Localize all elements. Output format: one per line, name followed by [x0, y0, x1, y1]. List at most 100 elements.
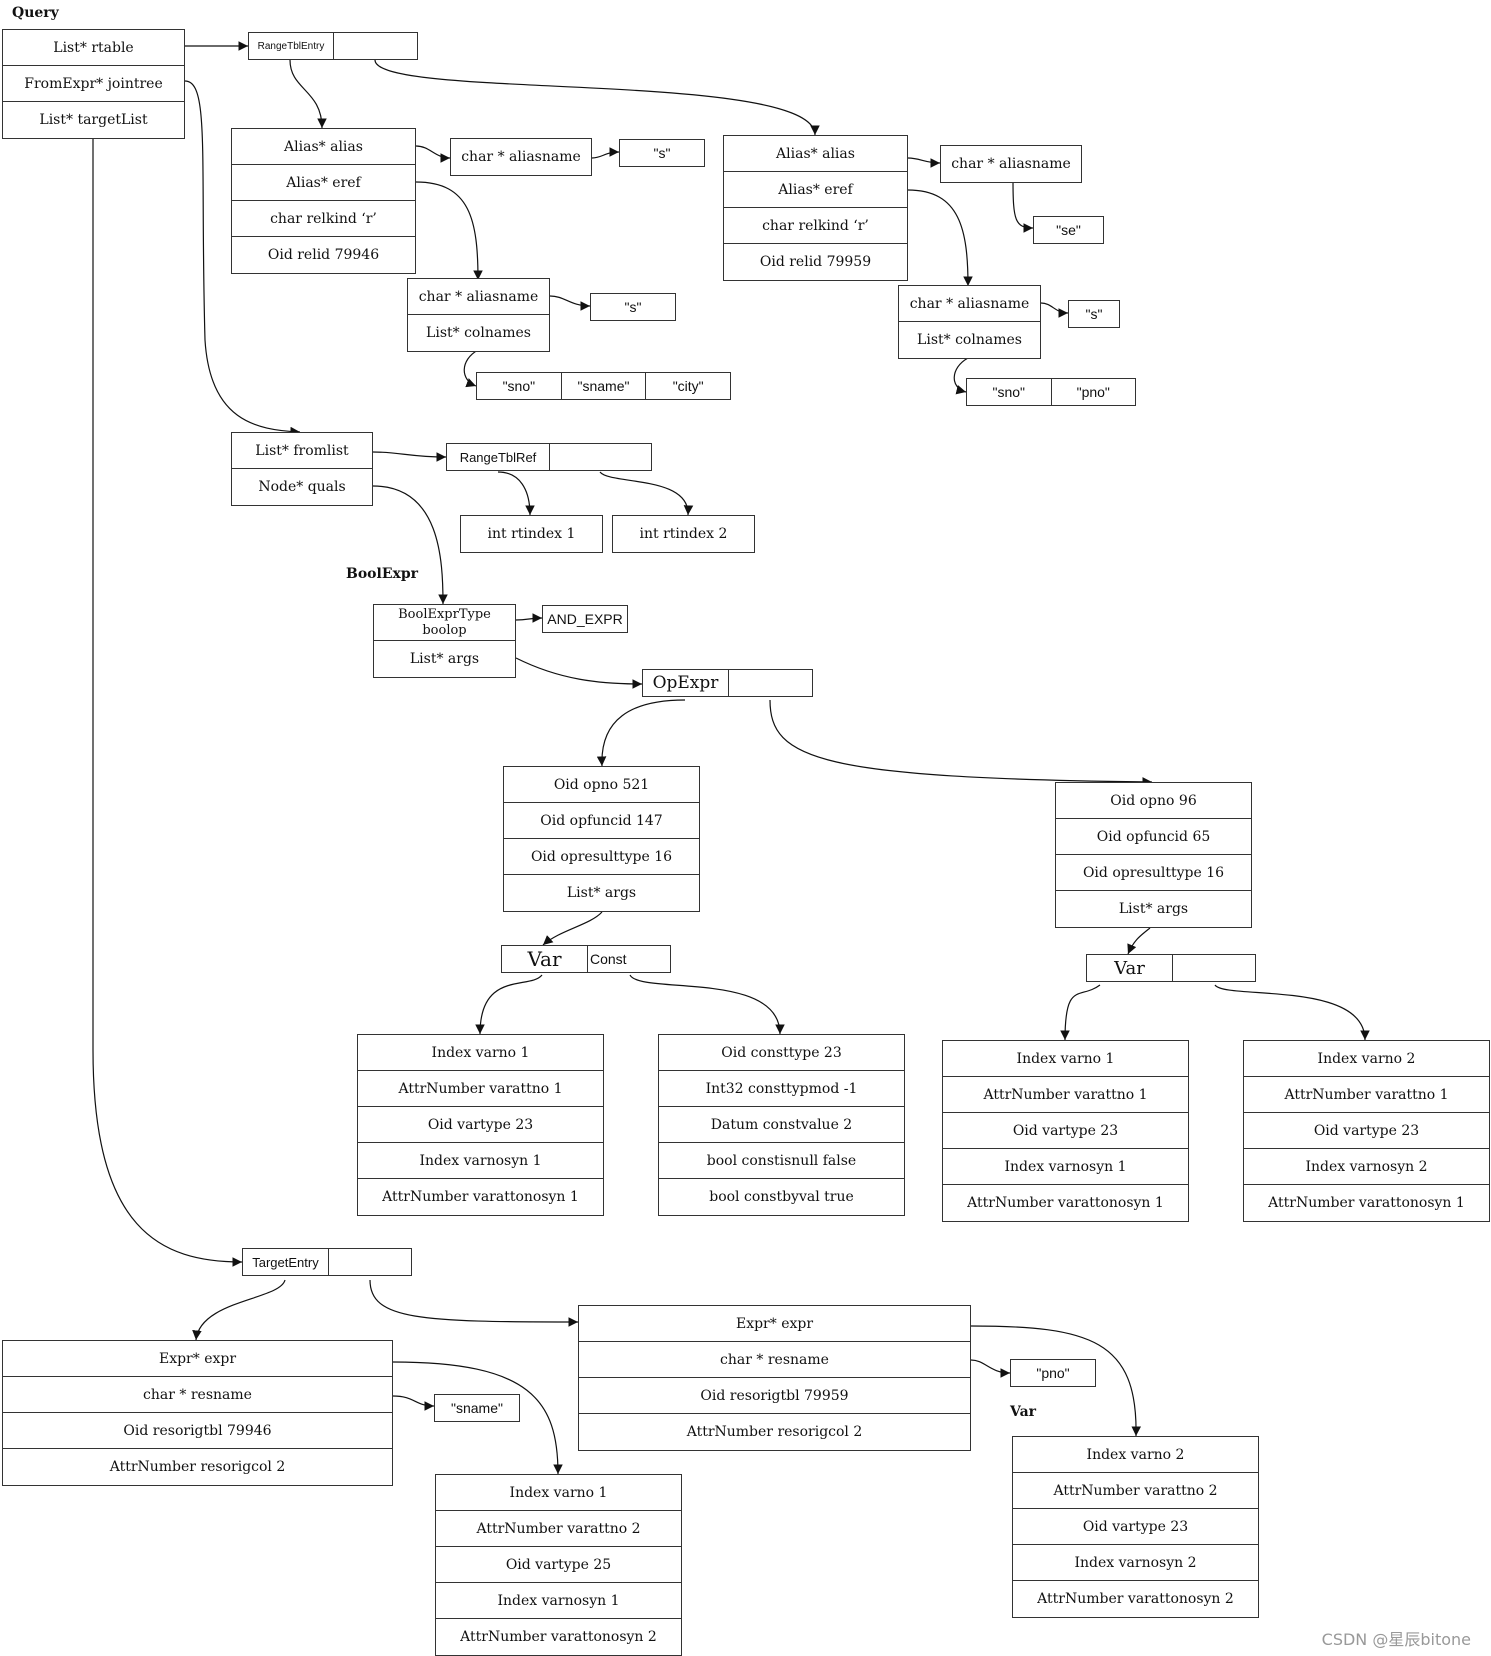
const-field: Int32 consttypmod -1	[659, 1071, 904, 1107]
arrow-boolop	[515, 613, 543, 623]
var-field: Oid vartype 23	[358, 1107, 603, 1143]
op1-opresulttype: Oid opresulttype 16	[504, 839, 699, 875]
arrow-quals	[372, 485, 448, 605]
const-field: bool constisnull false	[659, 1143, 904, 1179]
targetentry-header-next	[329, 1249, 411, 1275]
te2-resorigtbl: Oid resorigtbl 79959	[579, 1378, 970, 1414]
var-field: Index varno 1	[943, 1041, 1188, 1077]
arrow-te2-resname	[970, 1359, 1011, 1378]
arrow-rte2-alias-val	[1012, 179, 1034, 233]
query-node: List* rtable FromExpr* jointree List* ta…	[2, 29, 185, 139]
var-field: AttrNumber varattno 2	[1013, 1473, 1258, 1509]
arrow-te-2	[369, 1279, 579, 1327]
opexpr2-node: Oid opno 96 Oid opfuncid 65 Oid opresult…	[1055, 782, 1252, 928]
te2-resname: char * resname	[579, 1342, 970, 1378]
arrow-fromlist	[372, 451, 447, 462]
var-label: Var	[1010, 1404, 1037, 1420]
targetentry-header-label: TargetEntry	[243, 1249, 329, 1275]
opexpr-list-header: OpExpr	[642, 669, 813, 697]
arrow-rte-2	[374, 59, 820, 136]
var-field: AttrNumber varattonosyn 1	[382, 1189, 579, 1205]
var-field: AttrNumber varattno 1	[358, 1071, 603, 1107]
te2-expr: Expr* expr	[579, 1306, 970, 1342]
op1-const-node: Oid consttype 23 Int32 consttypmod -1 Da…	[658, 1034, 905, 1216]
arrow-opexpr-1	[596, 699, 686, 767]
rtindex-2: int rtindex 2	[639, 526, 728, 542]
opexpr-header-next	[729, 670, 812, 696]
rangetblref-2: int rtindex 2	[612, 515, 755, 553]
arrow-op1-const	[629, 974, 785, 1035]
rte2-relkind: char relkind ‘r’	[724, 208, 907, 244]
rte1-eref-aliasname-value: "s"	[590, 293, 676, 321]
rte2-eref: Alias* eref	[724, 172, 907, 208]
var-field: Index varnosyn 1	[436, 1583, 681, 1619]
var-field: Oid vartype 25	[436, 1547, 681, 1583]
rte-list-header: RangeTblEntry	[248, 32, 418, 60]
rte1-alias-aliasname: char * aliasname	[461, 149, 581, 165]
op2-opfuncid: Oid opfuncid 65	[1056, 819, 1251, 855]
query-label: Query	[12, 5, 59, 21]
rte2-eref-aliasname: char * aliasname	[899, 286, 1040, 322]
te2-resname-value: "pno"	[1010, 1359, 1096, 1387]
arrow-bool-args	[515, 657, 643, 689]
rte2-relid: Oid relid 79959	[759, 254, 872, 270]
rte2-eref-node: char * aliasname List* colnames	[898, 285, 1041, 359]
opexpr1-node: Oid opno 521 Oid opfuncid 147 Oid opresu…	[503, 766, 700, 912]
arrow-rtref-2	[599, 471, 694, 516]
rte1-alias-node: char * aliasname	[450, 138, 592, 176]
op1-args-const: Const	[590, 951, 627, 967]
var-field: AttrNumber varattno 1	[943, 1077, 1188, 1113]
op1-args-list: Var Const	[501, 945, 671, 973]
rte1-alias: Alias* alias	[232, 129, 415, 165]
op2-args: List* args	[1118, 901, 1189, 917]
boolexpr-boolop: BoolExprType boolop	[374, 605, 515, 641]
var-field: AttrNumber varattno 1	[1244, 1077, 1489, 1113]
var-field: Oid vartype 23	[1244, 1113, 1489, 1149]
arrow-rte1-eref-val	[549, 295, 591, 311]
rte1-eref-aliasname: char * aliasname	[408, 279, 549, 315]
op1-args: List* args	[566, 885, 637, 901]
var-field: AttrNumber varattonosyn 1	[1268, 1195, 1465, 1211]
var-field: Oid vartype 23	[943, 1113, 1188, 1149]
var-field: Index varno 2	[1244, 1041, 1489, 1077]
rte1-eref: Alias* eref	[232, 165, 415, 201]
fromexpr-fromlist: List* fromlist	[232, 433, 372, 469]
rte1-relkind: char relkind ‘r’	[232, 201, 415, 237]
te1-node: Expr* expr char * resname Oid resorigtbl…	[2, 1340, 393, 1486]
te1-resname-value: "sname"	[434, 1394, 520, 1422]
rangetblref-1: int rtindex 1	[460, 515, 603, 553]
rte1-relid: Oid relid 79946	[267, 247, 380, 263]
fromexpr-quals: Node* quals	[258, 479, 346, 495]
rte1-eref-colnames: List* colnames	[426, 325, 531, 341]
var-field: Oid vartype 23	[1013, 1509, 1258, 1545]
arrow-rte1-alias-val	[591, 147, 620, 159]
colname: "pno"	[1076, 384, 1110, 400]
rte-header-next	[334, 33, 417, 59]
fromexpr-node: List* fromlist Node* quals	[231, 432, 373, 506]
rangetblref-header-next	[550, 444, 651, 470]
var-field: Index varnosyn 2	[1013, 1545, 1258, 1581]
var-field: AttrNumber varattonosyn 2	[1037, 1591, 1234, 1607]
rangetblref-list-header: RangeTblRef	[446, 443, 652, 471]
op2-args-var: Var	[1087, 955, 1173, 981]
arrow-te-1	[192, 1279, 286, 1341]
var-field: AttrNumber varattonosyn 2	[460, 1629, 657, 1645]
watermark: CSDN @星辰bitone	[1321, 1630, 1471, 1649]
te1-resname: char * resname	[3, 1377, 392, 1413]
var-field: Index varno 1	[358, 1035, 603, 1071]
arrow-rte1-eref	[415, 181, 483, 281]
colname: "sname"	[562, 373, 647, 399]
rte2-colnames-list: "sno" "pno"	[966, 378, 1136, 406]
rtindex-1: int rtindex 1	[487, 526, 576, 542]
arrow-op2-args	[1127, 927, 1151, 955]
colname: "city"	[672, 378, 704, 394]
rte1-colnames-list: "sno" "sname" "city"	[476, 372, 731, 400]
field-jointree: FromExpr* jointree	[3, 66, 184, 102]
rte1-node: Alias* alias Alias* eref char relkind ‘r…	[231, 128, 416, 274]
te2-node: Expr* expr char * resname Oid resorigtbl…	[578, 1305, 971, 1451]
field-targetlist: List* targetList	[39, 112, 148, 128]
targetentry-list-header: TargetEntry	[242, 1248, 412, 1276]
te2-var-node: Index varno 2 AttrNumber varattno 2 Oid …	[1012, 1436, 1259, 1618]
rte1-alias-value: "s"	[619, 139, 705, 167]
arrow-rte1-alias	[415, 145, 451, 163]
